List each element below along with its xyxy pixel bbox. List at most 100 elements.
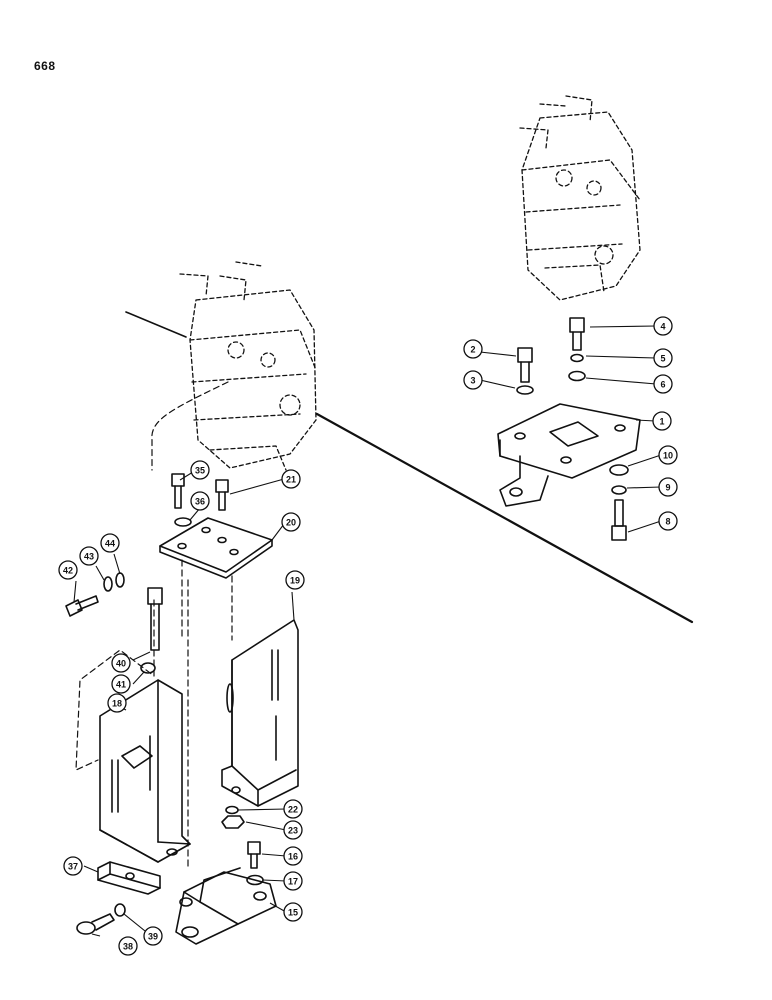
callout-group: 1234568910151617181920212223353637383940… [58, 316, 678, 956]
separator-line [315, 412, 694, 624]
callout-label: 1 [659, 417, 664, 427]
callout-label: 42 [63, 566, 73, 576]
callout-23: 23 [283, 820, 303, 840]
part-21-bolt [215, 479, 229, 511]
part-2-bolt [517, 347, 533, 383]
callout-bubble [111, 653, 131, 673]
part-3-washer [516, 385, 534, 395]
callout-4: 4 [653, 316, 673, 336]
callout-2: 2 [463, 339, 483, 359]
callout-label: 8 [665, 517, 670, 527]
separator-line [125, 311, 187, 338]
callout-bubble [107, 693, 127, 713]
callout-41: 41 [111, 674, 131, 694]
callout-label: 6 [660, 380, 665, 390]
callout-bubble [63, 856, 83, 876]
callout-label: 21 [286, 475, 296, 485]
callout-label: 9 [665, 483, 670, 493]
callout-bubble [285, 570, 305, 590]
callout-19: 19 [285, 570, 305, 590]
callout-label: 37 [68, 862, 78, 872]
callout-bubble [658, 511, 678, 531]
part-39-lockwasher [114, 903, 126, 917]
callout-15: 15 [283, 902, 303, 922]
callout-bubble [283, 871, 303, 891]
callout-bubble [653, 374, 673, 394]
page-number: 668 [34, 59, 56, 73]
part-8-bolt [611, 499, 627, 541]
callout-bubble [653, 348, 673, 368]
part-18-bracket [99, 679, 191, 863]
callout-9: 9 [658, 477, 678, 497]
callout-label: 4 [660, 322, 665, 332]
part-1-mounting-bracket [497, 403, 641, 507]
callout-bubble [463, 339, 483, 359]
part-43-washer [103, 576, 113, 592]
callout-bubble [281, 469, 301, 489]
callout-40: 40 [111, 653, 131, 673]
callout-42: 42 [58, 560, 78, 580]
callout-18: 18 [107, 693, 127, 713]
part-16-bolt [247, 841, 261, 869]
callout-label: 19 [290, 576, 300, 586]
callout-bubble [100, 533, 120, 553]
callout-label: 43 [84, 552, 94, 562]
callout-label: 16 [288, 852, 298, 862]
part-9-lockwasher [611, 485, 627, 495]
callout-bubble [652, 411, 672, 431]
callout-label: 41 [116, 680, 126, 690]
part-23-nut [221, 815, 245, 829]
callout-8: 8 [658, 511, 678, 531]
callout-36: 36 [190, 491, 210, 511]
callout-label: 10 [663, 451, 673, 461]
part-4-bolt [569, 317, 585, 351]
callout-bubble [283, 820, 303, 840]
callout-5: 5 [653, 348, 673, 368]
callout-bubble [111, 674, 131, 694]
callout-bubble [143, 926, 163, 946]
callout-label: 39 [148, 932, 158, 942]
callout-bubble [118, 936, 138, 956]
part-37-clamp [97, 861, 161, 895]
part-44-washer [115, 572, 125, 588]
part-38-bolt [76, 913, 115, 935]
callout-label: 15 [288, 908, 298, 918]
callout-35: 35 [190, 460, 210, 480]
callout-label: 18 [112, 699, 122, 709]
part-5-lockwasher [570, 353, 584, 363]
callout-label: 40 [116, 659, 126, 669]
callout-bubble [283, 799, 303, 819]
callout-bubble [653, 316, 673, 336]
callout-label: 35 [195, 466, 205, 476]
callout-22: 22 [283, 799, 303, 819]
callout-3: 3 [463, 370, 483, 390]
part-22-lockwasher [225, 805, 239, 815]
callout-bubble [281, 512, 301, 532]
callout-38: 38 [118, 936, 138, 956]
callout-bubble [283, 846, 303, 866]
callout-bubble [79, 546, 99, 566]
callout-label: 5 [660, 354, 665, 364]
callout-17: 17 [283, 871, 303, 891]
part-40-bolt [147, 587, 163, 651]
part-20-plate [159, 517, 273, 579]
callout-bubble [283, 902, 303, 922]
callout-bubble [190, 491, 210, 511]
callout-bubble [463, 370, 483, 390]
callout-label: 17 [288, 877, 298, 887]
callout-bubble [658, 445, 678, 465]
callout-bubble [58, 560, 78, 580]
part-6-washer [568, 370, 586, 382]
part-19-bracket [221, 619, 299, 807]
callout-43: 43 [79, 546, 99, 566]
callout-21: 21 [281, 469, 301, 489]
callout-label: 38 [123, 942, 133, 952]
part-36-washer [174, 517, 192, 527]
valve-phantom-lower [179, 261, 317, 471]
part-41-lockwasher [140, 662, 156, 674]
callout-label: 23 [288, 826, 298, 836]
part-35-bolt [171, 473, 185, 509]
part-10-washer [609, 464, 629, 476]
callout-label: 36 [195, 497, 205, 507]
